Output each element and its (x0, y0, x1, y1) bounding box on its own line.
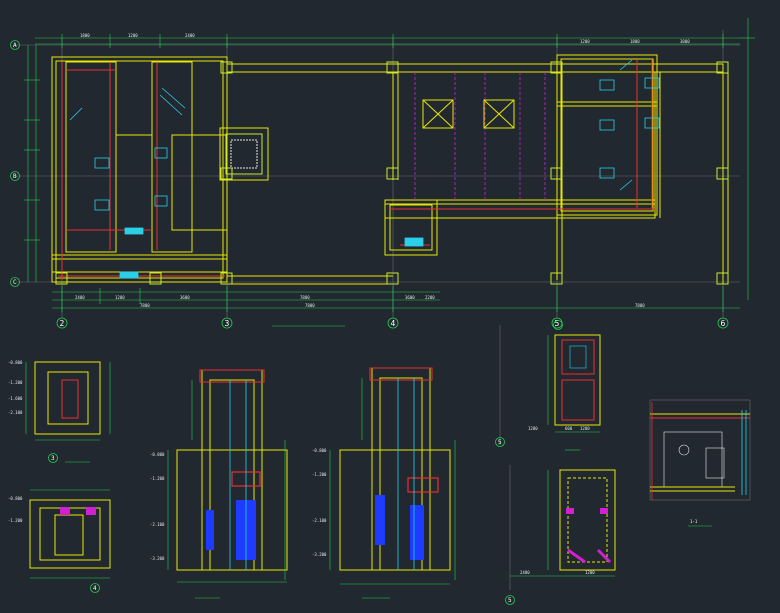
axis-bubbles-bottom: 2 3 4 5 6 (56, 317, 729, 329)
detail-6-dim-2: 1200 (585, 570, 595, 575)
detail-3: -0.800 -1.200 -2.100 -3.200 (150, 369, 288, 599)
axis-bubble-C: C (10, 277, 20, 287)
pipe-marks (69, 59, 660, 279)
dim-top-3: 2400 (185, 33, 195, 38)
right-block-walls (384, 54, 661, 256)
axis-bubble-3: 3 (221, 317, 233, 329)
shaft-room (219, 127, 269, 181)
detail-1-level-4: -2.100 (8, 410, 23, 415)
dim-bottom-4: 7800 (300, 295, 310, 300)
detail-3-level-1: -0.800 (150, 452, 165, 457)
dim-top-6: 3000 (680, 39, 690, 44)
detail-4-level-4: -3.200 (312, 552, 327, 557)
axis-bubble-B: B (10, 171, 20, 181)
detail-6-label: 5 (508, 597, 512, 604)
detail-1: -0.800 -1.200 -1.600 -2.100 3 (8, 360, 111, 463)
svg-text:5: 5 (555, 319, 560, 328)
svg-text:C: C (13, 279, 17, 286)
right-block-red-lines (390, 60, 655, 246)
svg-text:3: 3 (225, 319, 230, 328)
cross-boxes (422, 99, 515, 129)
axis-bubbles-left: A B C (10, 40, 20, 287)
detail-5-dim-3: 1200 (580, 426, 590, 431)
detail-1-level-1: -0.800 (8, 360, 23, 365)
detail-2-label: 4 (93, 585, 97, 592)
dim-top-2: 1200 (128, 33, 138, 38)
detail-1-level-2: -1.200 (8, 380, 23, 385)
dim-total-3: 7800 (635, 303, 645, 308)
svg-text:B: B (13, 173, 17, 180)
left-dimensions (24, 45, 40, 282)
dim-top-5: 1800 (630, 39, 640, 44)
dashed-zones (414, 72, 546, 200)
columns (55, 61, 729, 285)
detail-3-level-4: -3.200 (150, 556, 165, 561)
detail-6: 2400 1200 5 (505, 465, 616, 605)
top-dimension-labels: 1800 1200 2400 1200 1800 3000 (80, 33, 690, 44)
detail-4: -0.800 -1.200 -2.100 -3.200 (312, 367, 456, 599)
detail-2: -0.800 -1.200 4 (8, 489, 111, 593)
floor-plan: 1800 1200 2400 1200 1800 3000 (10, 18, 755, 329)
top-dimensions (35, 18, 755, 300)
axis-bubble-6: 6 (717, 317, 729, 329)
svg-text:6: 6 (721, 319, 726, 328)
detail-4-level-3: -2.100 (312, 518, 327, 523)
axis-bubble-4: 4 (387, 317, 399, 329)
detail-1-level-3: -1.600 (8, 396, 23, 401)
detail-7: 1-1 (649, 399, 751, 527)
detail-3-level-3: -2.100 (150, 522, 165, 527)
dim-bottom-5: 3600 (405, 295, 415, 300)
detail-7-title: 1-1 (690, 519, 698, 524)
svg-text:2: 2 (60, 319, 65, 328)
dim-top-1: 1800 (80, 33, 90, 38)
detail-4-level-1: -0.800 (312, 448, 327, 453)
bottom-dimensions (52, 286, 740, 327)
left-block-red-lines (58, 62, 225, 280)
detail-2-level-1: -0.800 (8, 496, 23, 501)
axis-bubble-2: 2 (56, 317, 68, 329)
detail-5-dim-1: 1200 (528, 426, 538, 431)
dim-total-1: 7800 (140, 303, 150, 308)
detail-1-label: 3 (51, 455, 55, 462)
detail-2-level-2: -1.200 (8, 518, 23, 523)
axis-bubble-A: A (10, 40, 20, 50)
dim-bottom-3: 3600 (180, 295, 190, 300)
detail-6-dim-1: 2400 (520, 570, 530, 575)
detail-5-dim-2: 600 (565, 426, 573, 431)
dim-bottom-2: 1200 (115, 295, 125, 300)
detail-3-level-2: -1.200 (150, 476, 165, 481)
detail-5: 1200 600 1200 5 (495, 320, 601, 451)
left-block-walls (51, 56, 228, 283)
dim-bottom-1: 2400 (75, 295, 85, 300)
dim-bottom-6: 2200 (425, 295, 435, 300)
dim-total-2: 7800 (305, 303, 315, 308)
detail-4-level-2: -1.200 (312, 472, 327, 477)
svg-text:4: 4 (391, 319, 396, 328)
detail-5-label: 5 (498, 439, 502, 446)
dim-top-4: 1200 (580, 39, 590, 44)
svg-text:A: A (13, 42, 17, 49)
bottom-dimension-labels: 2400 1200 3600 7800 3600 2200 7800 7800 … (75, 295, 645, 308)
